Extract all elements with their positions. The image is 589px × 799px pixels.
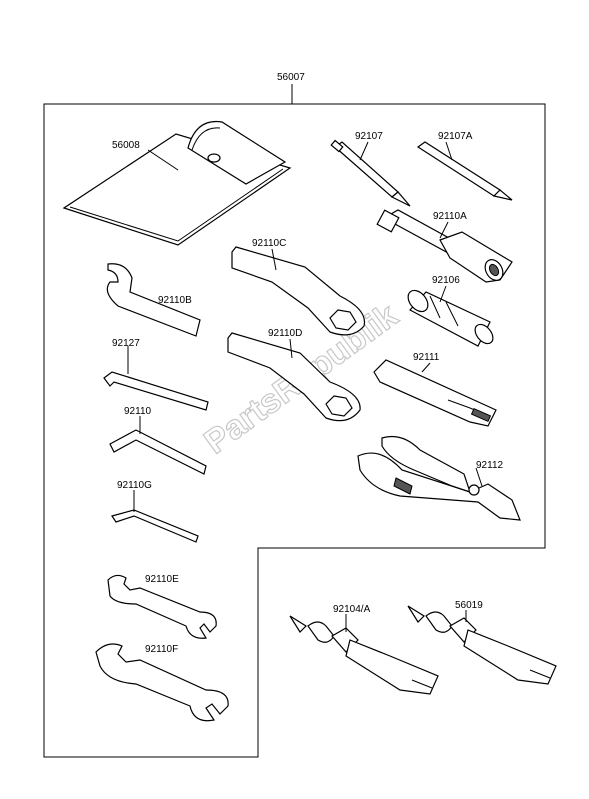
label-92110c: 92110C	[252, 238, 286, 249]
hex-key-92127	[103, 371, 209, 411]
label-92107a: 92107A	[438, 131, 473, 142]
leader-92107a	[445, 141, 453, 161]
leader-92112	[475, 467, 483, 487]
ring-wrench-92110c	[231, 246, 366, 336]
label-92104a: 92104/A	[333, 604, 371, 615]
leader-92110c	[271, 248, 277, 271]
screwdriver-92107	[330, 139, 411, 207]
leader-92110d	[289, 338, 293, 359]
label-92110: 92110	[124, 406, 152, 417]
socket-92106	[407, 289, 494, 347]
hex-key-92110g	[111, 509, 199, 543]
label-56007: 56007	[277, 72, 305, 83]
leader-92107	[359, 141, 369, 161]
extension-bar-92111	[373, 359, 497, 427]
socket-handle-92110a	[376, 209, 513, 283]
tube-56019	[407, 605, 557, 685]
hex-key-92110	[109, 429, 207, 475]
tool-pouch	[62, 120, 292, 246]
pliers-92112	[357, 435, 521, 521]
label-92110e: 92110E	[145, 574, 179, 585]
leader-56008	[147, 149, 179, 171]
label-92106: 92106	[432, 275, 460, 286]
label-92110g: 92110G	[117, 480, 152, 491]
label-56019: 56019	[455, 600, 483, 611]
open-end-wrench-92110e	[107, 574, 217, 639]
label-92127: 92127	[112, 338, 140, 349]
screwdriver-92107a	[416, 141, 513, 201]
tube-92104a	[289, 615, 439, 695]
leader-92110a	[439, 221, 449, 239]
label-92110a: 92110A	[433, 211, 467, 222]
leader-92111	[421, 362, 431, 373]
label-92111: 92111	[413, 352, 440, 363]
leader-92106	[439, 285, 447, 303]
label-56008: 56008	[112, 140, 140, 151]
hook-wrench-92110b	[106, 263, 201, 337]
ring-wrench-92110d	[227, 332, 361, 422]
label-92110f: 92110F	[145, 644, 178, 655]
label-92112: 92112	[476, 460, 504, 471]
label-92110d: 92110D	[268, 328, 302, 339]
open-end-wrench-92110f	[95, 643, 229, 722]
label-92107: 92107	[355, 131, 383, 142]
kit-frame	[43, 103, 546, 758]
label-92110b: 92110B	[158, 295, 192, 306]
